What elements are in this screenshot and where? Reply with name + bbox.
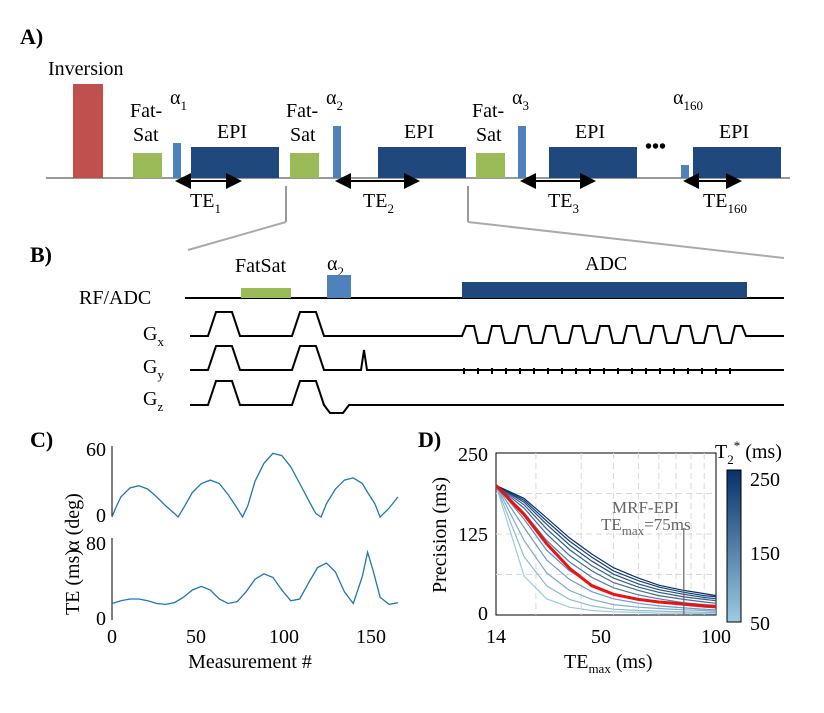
d-xlabel: TEmax (ms)	[564, 651, 653, 676]
epi-label-1: EPI	[217, 121, 247, 143]
fatsat-block-1	[133, 153, 162, 178]
fatsat-pulse	[241, 288, 291, 298]
epi-label-160: EPI	[719, 121, 749, 143]
fatsat-label: FatSat	[235, 255, 287, 277]
gz-waveform	[190, 380, 784, 414]
c-bottom-tick-0: 0	[96, 608, 106, 630]
inversion-pulse	[73, 84, 103, 178]
alpha-pulse-2	[333, 126, 341, 178]
c-x-tick-50: 50	[186, 626, 206, 648]
c-x-tick-150: 150	[356, 626, 386, 648]
d-annotation-2: TEmax=75ms	[601, 515, 691, 538]
d-series-line	[495, 485, 716, 613]
fatsat-label-3b: Sat	[476, 124, 502, 146]
colorbar-title: T2* (ms)	[715, 438, 782, 467]
d-series-line	[495, 485, 717, 611]
te-label-3: TE3	[548, 190, 579, 216]
adc-label: ADC	[585, 253, 627, 275]
zoom-line-left-diag	[187, 221, 287, 251]
d-highlight-curve	[494, 484, 717, 609]
d-x-tick-100: 100	[701, 626, 731, 648]
c-xlabel: Measurement #	[188, 651, 312, 673]
alpha2-label: α2	[327, 253, 344, 279]
panel-c: C) α (deg) TE (ms) 0 60 0 80 0 50 100 15…	[30, 427, 399, 673]
fatsat-label-1b: Sat	[133, 124, 159, 146]
gy-waveform	[190, 345, 784, 371]
gx-row-label: Gx	[143, 323, 164, 349]
te-label-2: TE2	[363, 190, 394, 216]
inversion-label: Inversion	[48, 58, 124, 80]
colorbar-tick-250: 250	[750, 469, 780, 491]
epi-block-160	[693, 147, 781, 178]
d-x-tick-50: 50	[591, 626, 611, 648]
adc-block	[462, 282, 747, 298]
panel-c-label: C)	[30, 427, 53, 452]
panel-d-label: D)	[418, 427, 441, 452]
fatsat-label-2a: Fat-	[286, 100, 318, 122]
alpha-pulse-160	[681, 165, 689, 178]
c-bottom-ylabel: TE (ms)	[62, 549, 84, 615]
fatsat-block-3	[476, 153, 505, 178]
fatsat-label-3a: Fat-	[472, 100, 504, 122]
c-bottom-tick-80: 80	[86, 533, 106, 555]
d-annotation-1: MRF-EPI	[612, 498, 679, 517]
epi-block-3	[549, 147, 637, 178]
c-top-ylabel: α (deg)	[62, 493, 84, 551]
gy-row-label: Gy	[143, 356, 164, 382]
fatsat-label-1a: Fat-	[130, 100, 162, 122]
d-series-line	[495, 485, 716, 615]
rf-adc-row-label: RF/ADC	[79, 287, 151, 309]
te-label-1: TE1	[190, 190, 221, 216]
alpha-pulse-1	[173, 143, 181, 178]
panel-d: D) MRF-EPI TEmax=75ms Precision (ms) 0 1…	[418, 427, 782, 676]
d-series-line	[495, 485, 717, 612]
gy-blips	[463, 368, 731, 374]
c-top-tick-0: 0	[96, 505, 106, 527]
te-label-160: TE160	[703, 190, 747, 216]
gz-row-label: Gz	[143, 388, 163, 414]
alpha-label-2: α2	[326, 87, 343, 113]
epi-block-1	[191, 147, 279, 178]
c-x-tick-100: 100	[269, 626, 299, 648]
d-series-line	[495, 484, 717, 604]
fatsat-label-2b: Sat	[290, 124, 316, 146]
alpha-label-1: α1	[170, 87, 187, 113]
alpha-pulse-3	[518, 126, 526, 178]
epi-block-2	[378, 147, 466, 178]
te-curve	[111, 549, 399, 606]
panel-a-label: A)	[20, 24, 43, 49]
alpha-curve	[111, 452, 399, 519]
alpha2-pulse	[327, 275, 351, 298]
d-series-line	[495, 484, 717, 600]
colorbar-tick-50: 50	[750, 613, 770, 635]
colorbar	[726, 469, 742, 623]
d-series-line	[495, 484, 717, 597]
colorbar-tick-150: 150	[750, 543, 780, 565]
alpha-label-160: α160	[673, 87, 703, 113]
d-series-group	[495, 484, 717, 615]
ellipsis: •••	[645, 136, 666, 158]
d-y-tick-250: 250	[458, 444, 488, 466]
epi-label-2: EPI	[404, 121, 434, 143]
panel-b: B) FatSat α2 ADC RF/ADC Gx Gy Gz	[30, 242, 784, 414]
epi-label-3: EPI	[575, 121, 605, 143]
d-y-tick-125: 125	[458, 524, 488, 546]
c-x-tick-0: 0	[107, 626, 117, 648]
panel-a: A) Inversion Fat- Sat α1 EPI TE1 Fat- Sa…	[20, 24, 790, 259]
d-series-line	[495, 484, 717, 598]
c-top-tick-60: 60	[86, 439, 106, 461]
alpha-label-3: α3	[512, 87, 529, 113]
panel-b-label: B)	[30, 242, 52, 267]
d-series-line	[495, 484, 717, 602]
zoom-line-right-diag	[467, 221, 785, 259]
d-y-tick-0: 0	[478, 603, 488, 625]
d-x-tick-14: 14	[486, 626, 506, 648]
fatsat-block-2	[290, 153, 319, 178]
d-ylabel: Precision (ms)	[429, 477, 451, 593]
gx-waveform	[190, 311, 784, 344]
